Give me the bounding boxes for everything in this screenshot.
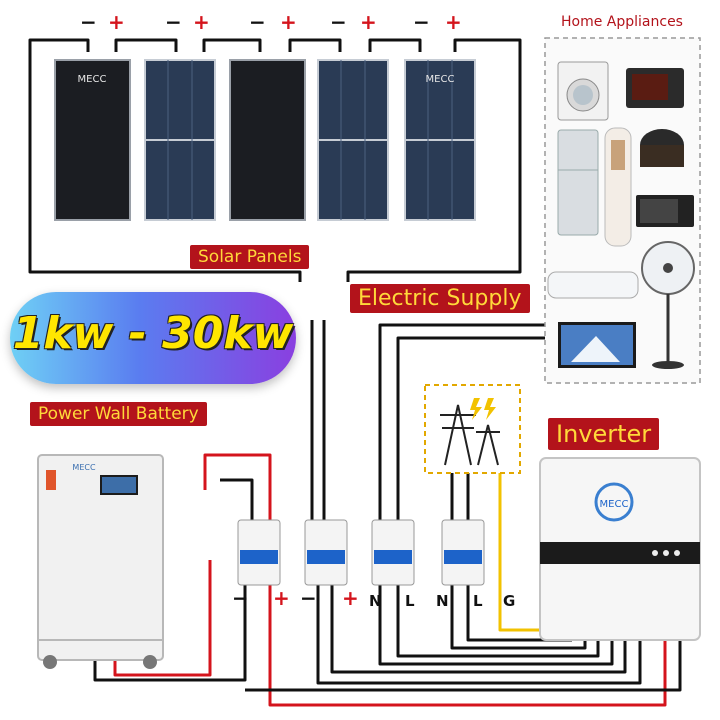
solar-panel-5: MECC [404,59,476,221]
panel-3-pos: + [280,10,297,34]
breaker-3 [371,519,415,586]
solar-string-wire-return [346,38,522,282]
battery-neg-wire [220,478,254,520]
air-conditioner-tower-icon [604,127,632,247]
terminal-l-1: L [405,592,415,610]
power-range-text: 1kw - 30kw [12,308,294,359]
supply-wire-n [378,323,545,520]
grid-out-n [450,585,587,650]
terminal-g: G [503,592,516,610]
terminal-n-2: N [436,592,449,610]
washing-machine-icon [557,61,609,121]
inverter-brand: MECC [600,499,629,510]
breaker-2 [304,519,348,586]
microwave-icon [636,195,694,227]
panel-jumper-3 [288,38,342,52]
battery-cabinet: MECC [37,454,164,669]
panel-5-neg: − [413,10,430,34]
battery-out-pos [268,585,667,707]
solar-string-wire [28,38,302,282]
breaker-1 [237,519,281,586]
panel-1-pos: + [108,10,125,34]
panel-4-pos: + [360,10,377,34]
battery-out-bus [245,640,682,692]
solar-panel-2 [144,59,216,221]
battery-pos-wire [203,453,272,520]
power-wall-battery-label: Power Wall Battery [30,402,207,426]
load-out-l [396,585,600,658]
breaker-4 [441,519,485,586]
panel-3-neg: − [249,10,266,34]
solar-panel-3 [229,59,306,221]
refrigerator-icon [557,129,599,236]
panel-2-neg: − [165,10,182,34]
pv-out-pos [330,585,627,674]
fan-icon [641,241,695,369]
battery-breaker-neg: − [232,586,249,610]
oven-icon [626,68,684,108]
solar-panels-label: Solar Panels [190,245,310,269]
electric-supply-label: Electric Supply [350,284,530,313]
solar-panel-1: MECC [54,59,131,221]
power-tower-icon [440,404,500,466]
grid-out-l [466,585,572,642]
load-out-n [378,585,614,666]
inverter-unit: MECC [539,457,701,641]
inverter-label: Inverter [548,418,660,450]
split-ac-icon [547,271,639,299]
panel-2-pos: + [193,10,210,34]
panel-jumper-2 [202,38,262,52]
home-appliances-label: Home Appliances [561,14,683,30]
panel-brand-5: MECC [426,74,455,85]
terminal-n-1: N [369,592,382,610]
pv-breaker-neg: − [300,586,317,610]
solar-panel-4 [317,59,389,221]
battery-breaker-pos: + [273,586,290,610]
battery-brand: MECC [72,463,96,472]
supply-wire-l [396,336,545,520]
pv-breaker-pos: + [342,586,359,610]
rice-cooker-icon [640,129,684,167]
panel-jumper-4 [368,38,422,52]
panel-brand-1: MECC [78,74,107,85]
panel-4-neg: − [330,10,347,34]
panel-5-pos: + [445,10,462,34]
pv-out-neg [316,585,642,685]
terminal-l-2: L [473,592,483,610]
panel-jumper-1 [114,38,178,52]
television-icon [558,322,636,368]
power-range-badge: 1kw - 30kw [10,292,296,384]
panel-1-neg: − [80,10,97,34]
ground-wire [498,470,545,632]
lightning-icon [470,398,496,420]
